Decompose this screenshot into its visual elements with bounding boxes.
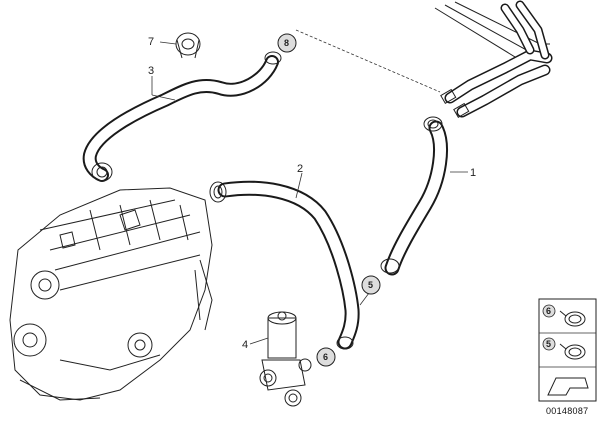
hose-3 xyxy=(82,51,282,182)
legend-item-5: 5 xyxy=(542,337,556,351)
hose-1 xyxy=(380,116,448,276)
legend-label-6: 6 xyxy=(546,306,551,316)
engine-block xyxy=(9,187,213,401)
label-part-3: 3 xyxy=(148,65,154,77)
part-4-valve xyxy=(259,311,312,407)
label-part-5: 5 xyxy=(368,280,373,290)
callout-8: 8 xyxy=(277,33,297,53)
label-part-8: 8 xyxy=(284,38,289,48)
part-7-sleeve xyxy=(175,32,201,59)
label-part-4: 4 xyxy=(242,339,248,351)
legend-item-6: 6 xyxy=(542,304,556,318)
legend-label-5: 5 xyxy=(546,339,551,349)
label-part-1: 1 xyxy=(470,167,476,179)
label-part-2: 2 xyxy=(297,163,303,175)
hose-2 xyxy=(209,180,360,350)
document-number: 00148087 xyxy=(546,406,588,416)
callout-6: 6 xyxy=(316,347,336,367)
label-part-7: 7 xyxy=(148,36,154,48)
label-part-6: 6 xyxy=(323,352,328,362)
legend-panel xyxy=(538,298,597,402)
heater-pipe-assembly xyxy=(434,0,553,119)
leader-lines xyxy=(151,29,468,345)
callout-5: 5 xyxy=(361,275,381,295)
